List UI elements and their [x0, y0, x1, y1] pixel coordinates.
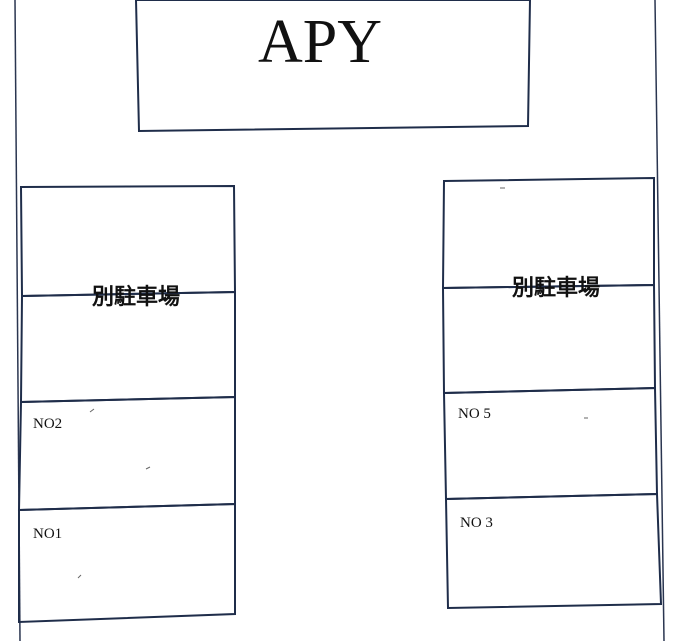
space-label-no5: NO 5: [458, 406, 491, 422]
site-border-right: [654, 0, 665, 641]
speck: [89, 408, 95, 413]
right-overflow-space-lower: [441, 283, 657, 395]
left-overflow-label: 別駐車場: [92, 284, 180, 310]
parking-space-no5: [442, 386, 659, 501]
building: APY: [134, 0, 532, 133]
parking-space-no3: [444, 492, 663, 610]
speck: [77, 574, 82, 579]
right-parking-column: 別駐車場 NO 5 NO 3: [441, 176, 663, 610]
building-label: APY: [258, 8, 382, 76]
scan-marks: [77, 187, 588, 579]
building-outline: [134, 0, 532, 133]
right-overflow-space-upper: [441, 176, 655, 290]
space-label-no2: NO2: [33, 416, 62, 432]
space-label-no3: NO 3: [460, 515, 493, 531]
space-label-no1: NO1: [33, 526, 62, 542]
parking-space-no2: [17, 395, 236, 512]
parking-space-no1: [18, 502, 236, 624]
left-overflow-space-upper: [19, 184, 237, 298]
speck: [145, 466, 151, 470]
right-overflow-label: 別駐車場: [512, 275, 600, 301]
left-parking-column: 別駐車場 NO2 NO1: [17, 184, 237, 624]
